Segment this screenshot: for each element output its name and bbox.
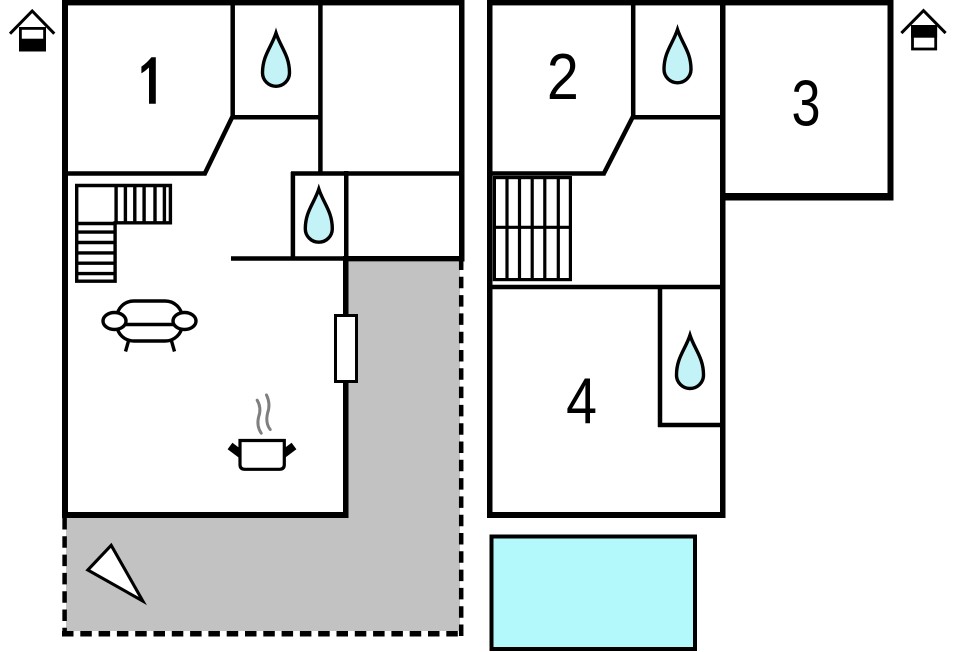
svg-text:3: 3 xyxy=(792,68,821,139)
svg-text:4: 4 xyxy=(566,365,597,437)
svg-text:2: 2 xyxy=(547,41,579,113)
